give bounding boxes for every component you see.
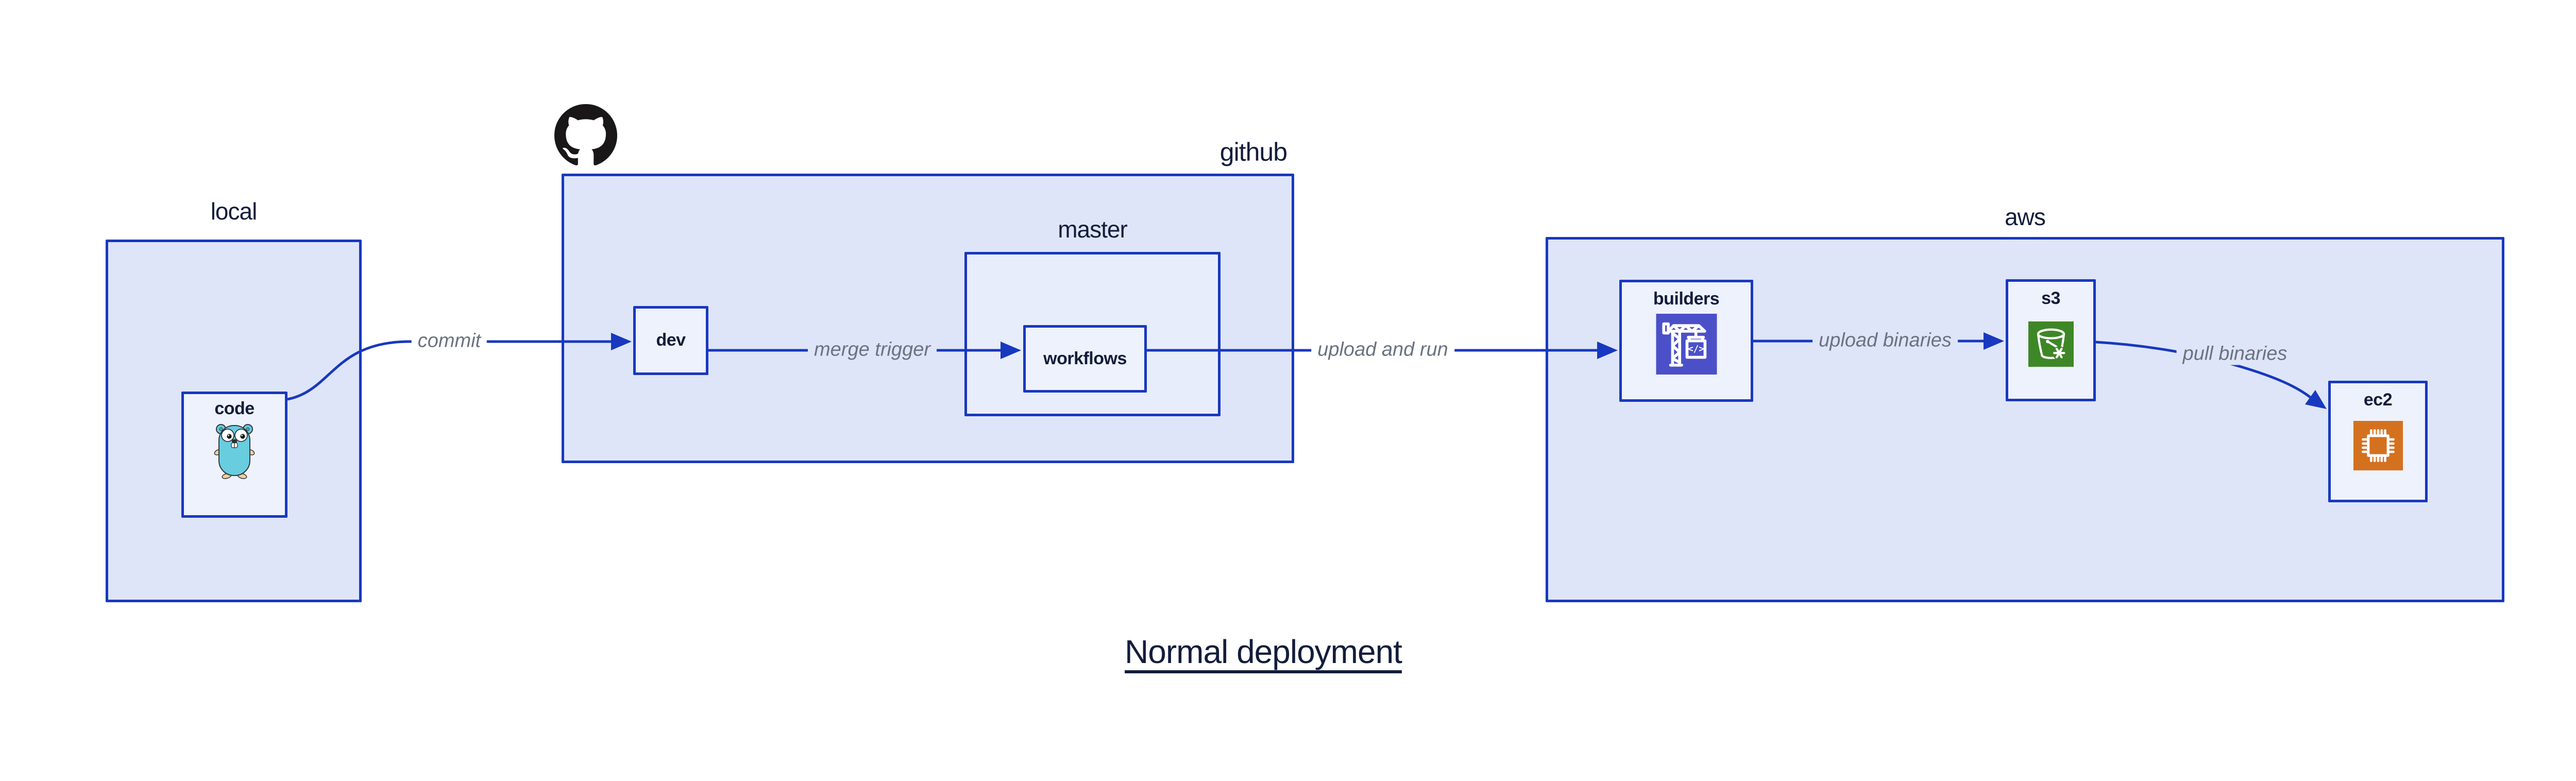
go-gopher-icon	[214, 424, 255, 480]
edge-label-commit: commit	[411, 330, 487, 352]
github-octocat-icon	[554, 104, 617, 165]
group-master-label: master	[1058, 216, 1128, 243]
group-github-label: github	[1219, 138, 1287, 166]
group-aws-label: aws	[2005, 203, 2046, 230]
group-local-label: local	[210, 198, 258, 225]
edge-label-merge-trigger: merge trigger	[808, 338, 937, 361]
codebuild-crane-icon: </>	[1656, 314, 1717, 375]
node-ec2-label: ec2	[2363, 390, 2393, 410]
node-ec2: ec2	[2328, 381, 2428, 502]
s3-bucket-icon	[2028, 321, 2074, 367]
node-workflows-label: workflows	[1043, 348, 1127, 368]
ec2-chip-icon	[2353, 421, 2403, 471]
node-s3-label: s3	[2041, 288, 2060, 308]
node-s3: s3	[2006, 279, 2096, 401]
node-builders: builders </>	[1619, 280, 1753, 402]
edge-label-upload-binaries: upload binaries	[1812, 329, 1958, 352]
node-dev: dev	[633, 306, 708, 375]
node-code-label: code	[214, 399, 255, 418]
diagram-title: Normal deployment	[1125, 633, 1402, 670]
node-builders-label: builders	[1653, 289, 1720, 309]
node-dev-label: dev	[656, 330, 686, 350]
node-code: code	[181, 392, 287, 518]
svg-text:</>: </>	[1687, 345, 1704, 355]
edge-label-upload-and-run: upload and run	[1311, 338, 1454, 361]
edge-label-pull-binaries: pull binaries	[2176, 343, 2294, 365]
node-workflows: workflows	[1023, 325, 1147, 393]
